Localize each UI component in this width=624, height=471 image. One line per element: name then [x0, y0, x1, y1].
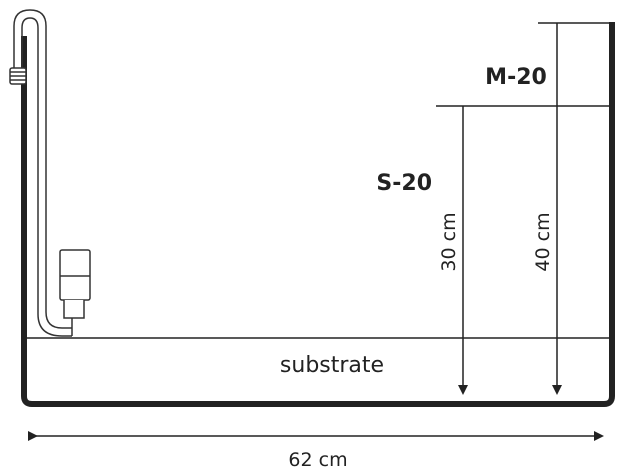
dimension-30cm-label: 30 cm	[438, 212, 460, 271]
pipe-inlet	[9, 67, 27, 85]
m20-label: M-20	[485, 65, 547, 90]
substrate-label: substrate	[280, 353, 384, 378]
s20-label: S-20	[376, 171, 432, 196]
dimension-40cm-label: 40 cm	[532, 212, 554, 271]
dimension-62cm-label: 62 cm	[288, 449, 347, 471]
tank-outline	[21, 22, 615, 407]
filter-sponge	[59, 249, 91, 319]
